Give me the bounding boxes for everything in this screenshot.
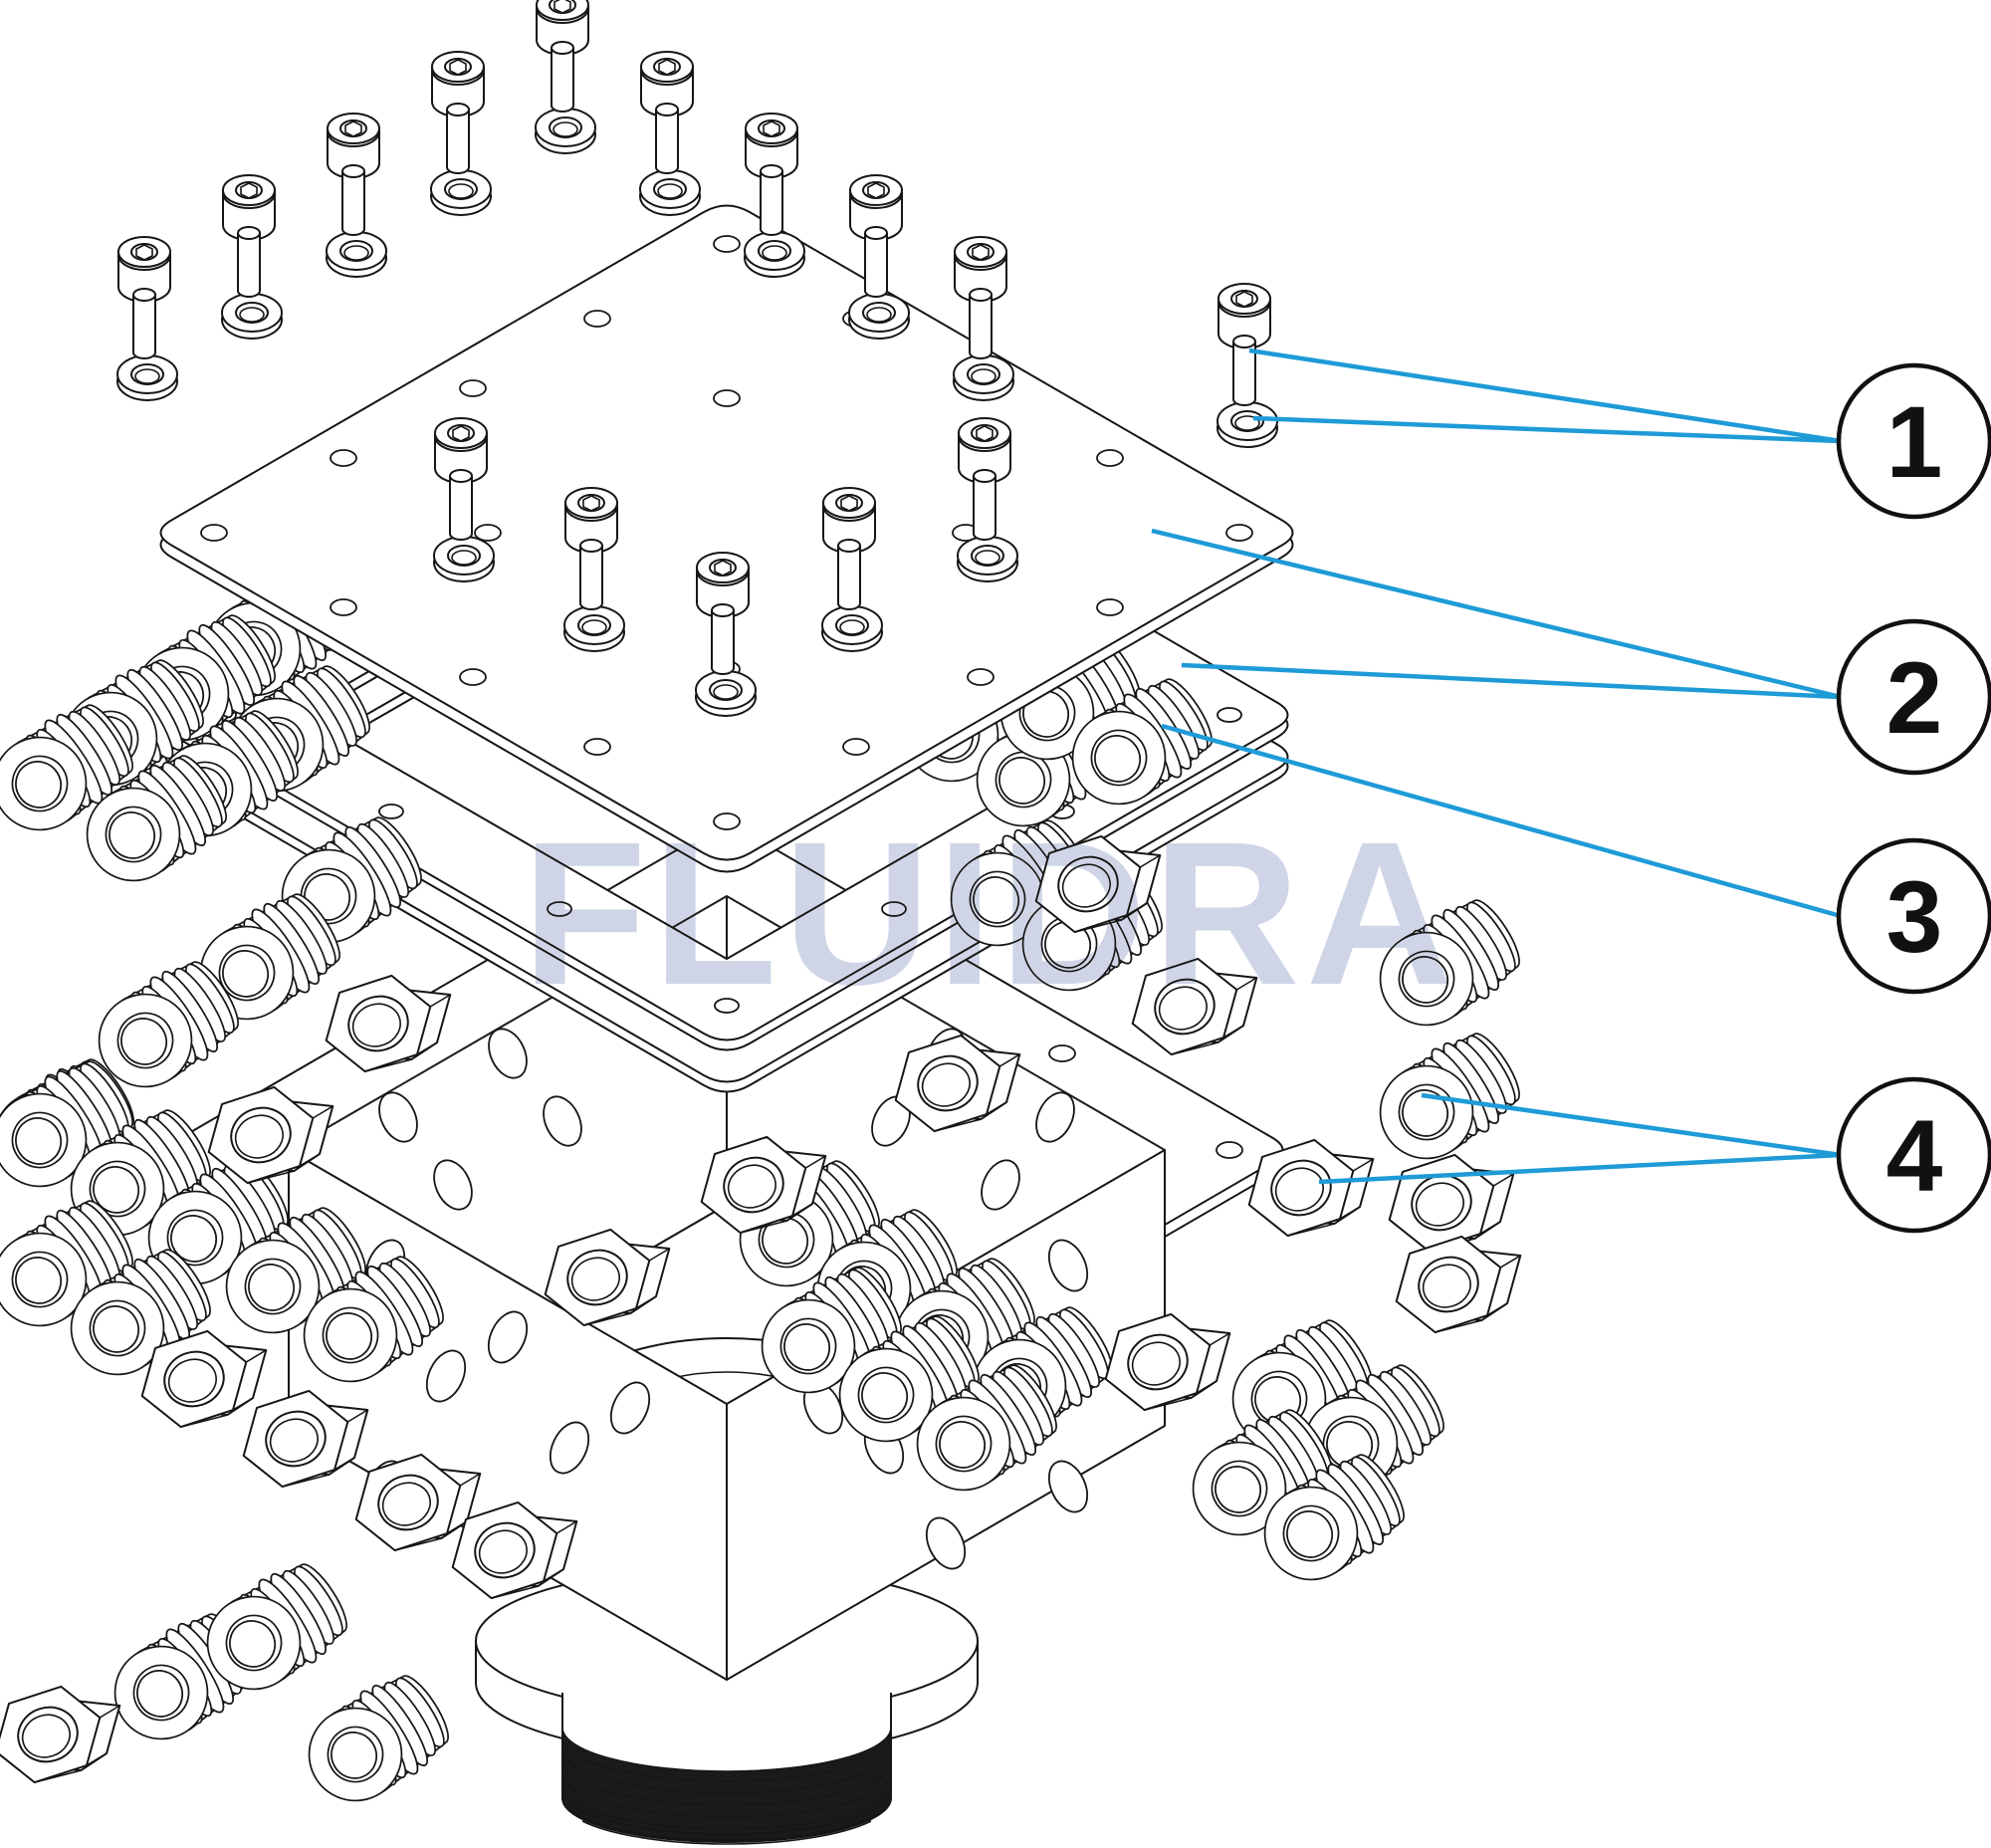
socket-head-screw <box>431 51 485 174</box>
socket-head-screw <box>640 51 694 174</box>
callout-number: 1 <box>1886 385 1943 499</box>
flat-washer <box>695 670 757 717</box>
callout-3[interactable]: 3 <box>1161 723 1991 995</box>
flat-washer <box>535 108 596 154</box>
callout-2[interactable]: 2 <box>1151 528 1991 776</box>
leader-line <box>1318 1152 1842 1185</box>
flat-washer <box>953 354 1014 401</box>
callout-balloon[interactable] <box>1836 1076 1991 1234</box>
callout-number: 3 <box>1886 860 1943 974</box>
lock-nut <box>1247 1138 1375 1238</box>
flat-washer <box>221 293 283 340</box>
leader-line <box>1252 415 1842 444</box>
flat-washer <box>639 169 701 216</box>
callout-number: 2 <box>1886 641 1943 755</box>
leader-line <box>1248 347 1842 444</box>
callout-balloon[interactable] <box>1836 618 1991 776</box>
flat-washer <box>957 536 1018 582</box>
flat-washer <box>430 169 492 216</box>
leader-line <box>1181 662 1842 700</box>
callout-balloon[interactable] <box>1836 837 1991 995</box>
leader-line <box>1421 1092 1842 1158</box>
cable-gland <box>289 1661 462 1822</box>
flat-washer <box>433 536 495 582</box>
lock-nut <box>1395 1235 1522 1334</box>
leader-line <box>1161 723 1842 919</box>
callout-1[interactable]: 1 <box>1248 347 1991 520</box>
watermark-text: FLUIDRA <box>522 800 1459 1028</box>
flat-washer <box>821 605 883 652</box>
callout-balloon[interactable] <box>1836 362 1991 520</box>
lock-nut <box>1388 1153 1515 1253</box>
flat-washer <box>326 231 387 278</box>
lock-nut <box>140 1329 268 1429</box>
callout-number: 4 <box>1886 1099 1943 1213</box>
lock-nut <box>0 1685 121 1784</box>
socket-head-screw <box>1217 283 1271 406</box>
socket-head-screw <box>117 236 171 359</box>
socket-head-screw <box>536 0 589 113</box>
socket-head-screw <box>327 113 380 236</box>
leader-line <box>1151 528 1842 700</box>
flat-washer <box>1217 401 1278 448</box>
flat-washer <box>848 293 910 340</box>
flat-washer <box>563 605 625 652</box>
flat-washer <box>744 231 805 278</box>
socket-head-screw <box>222 174 276 298</box>
callout-4[interactable]: 4 <box>1318 1076 1991 1234</box>
flat-washer <box>116 354 178 401</box>
